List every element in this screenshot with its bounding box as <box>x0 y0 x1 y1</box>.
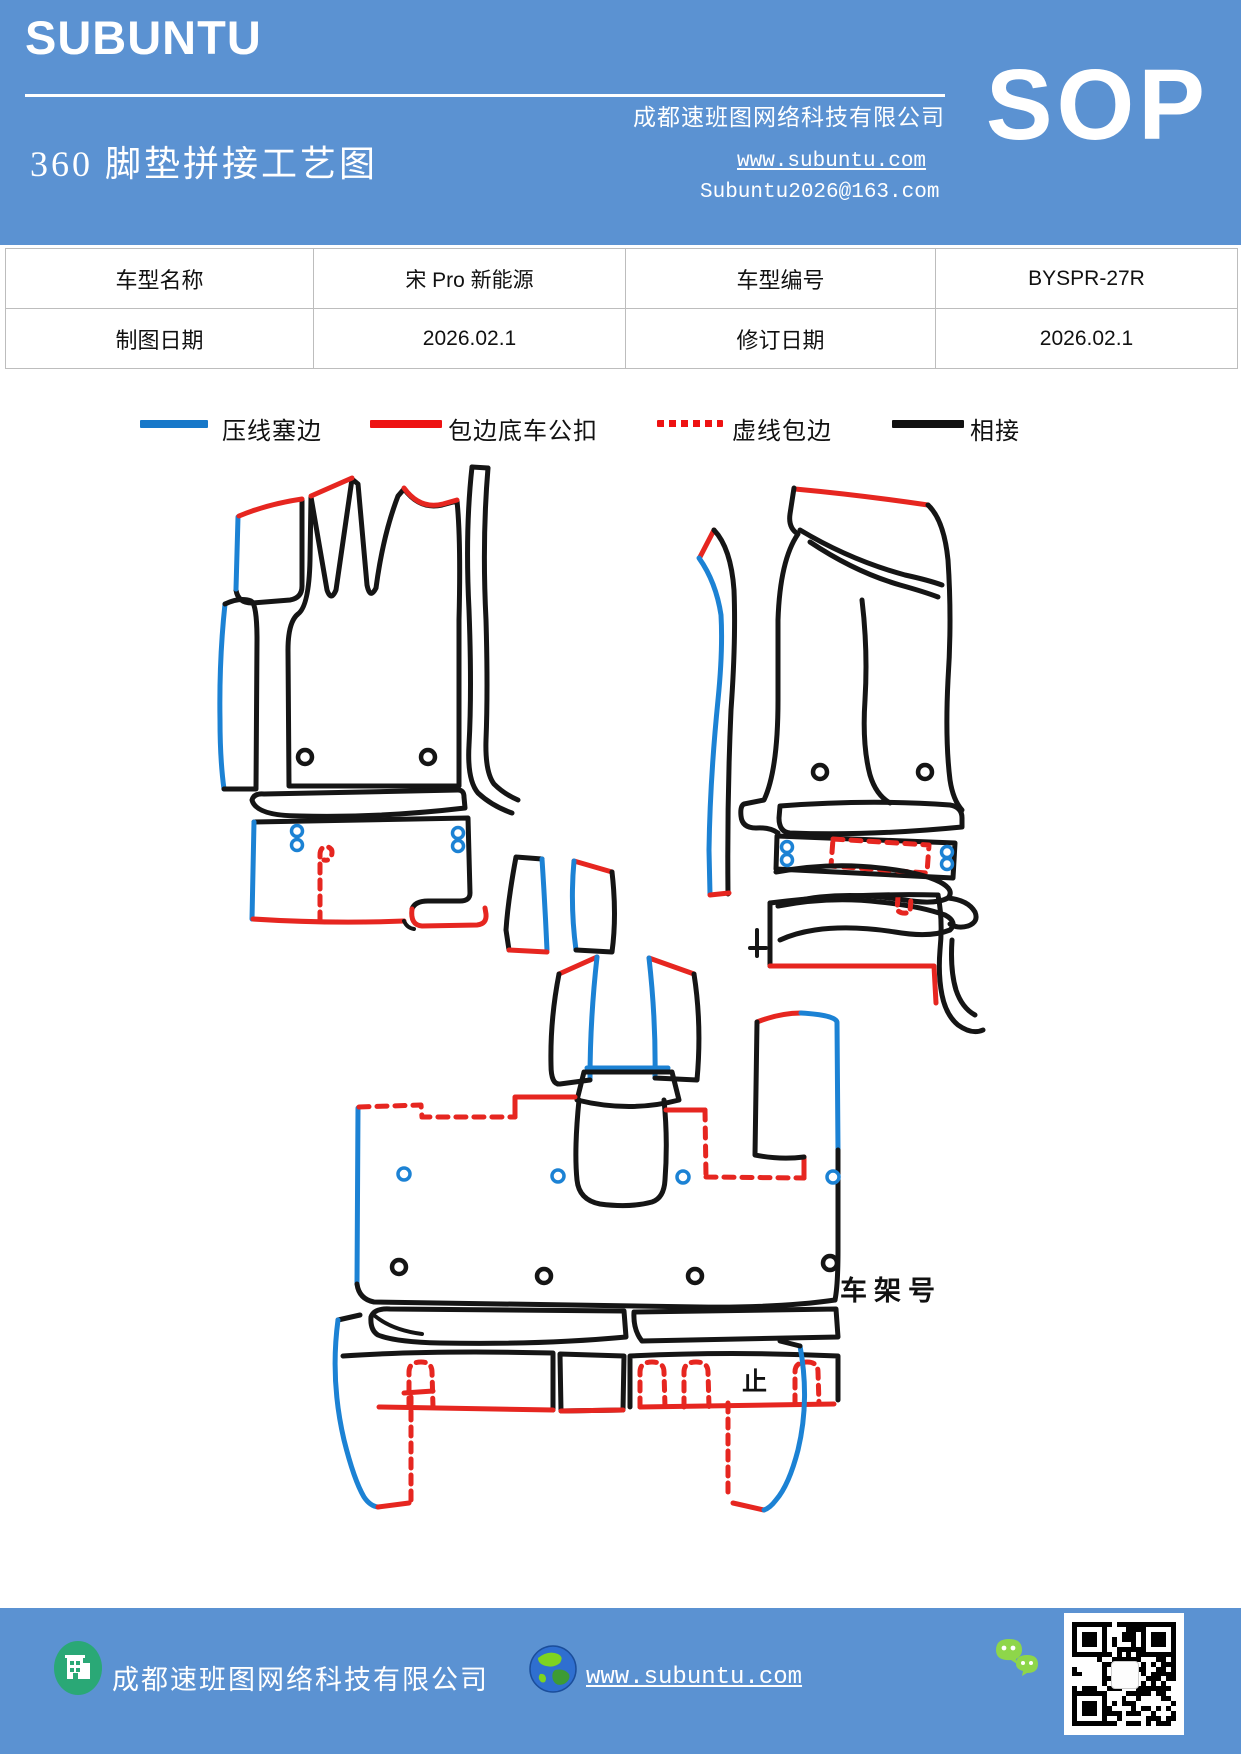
legend-label: 相接 <box>970 419 1020 445</box>
mat-pattern-diagram: 车架号 止 <box>0 430 1241 1570</box>
globe-icon <box>528 1644 578 1699</box>
legend-line-black-solid <box>892 420 964 428</box>
legend-line-blue-solid <box>140 420 208 428</box>
footer-company-name: 成都速班图网络科技有限公司 <box>112 1665 489 1695</box>
line-type-legend: 压线塞边 包边底车公扣 虚线包边 相接 <box>0 405 1241 445</box>
email-address: Subuntu2026@163.com <box>700 181 940 204</box>
front-right-mat-group <box>696 485 986 1035</box>
page-title: 360 脚垫拼接工艺图 <box>30 144 379 184</box>
company-name: 成都速班图网络科技有限公司 <box>633 105 945 130</box>
table-value-model-name: 宋 Pro 新能源 <box>314 249 626 309</box>
vin-area-label: 车架号 <box>840 1276 942 1306</box>
legend-line-red-solid <box>370 420 442 428</box>
table-value-model-code: BYSPR-27R <box>936 249 1237 309</box>
website-link[interactable]: www.subuntu.com <box>737 150 927 173</box>
header: SUBUNTU 360 脚垫拼接工艺图 成都速班图网络科技有限公司 www.su… <box>0 0 1241 245</box>
building-icon <box>52 1640 104 1701</box>
table-label-draw-date: 制图日期 <box>6 309 314 368</box>
footer-website-link[interactable]: www.subuntu.com <box>586 1664 803 1691</box>
table-label-model-code: 车型编号 <box>626 249 936 309</box>
legend-label: 虚线包边 <box>732 419 832 445</box>
table-value-draw-date: 2026.02.1 <box>314 309 626 368</box>
table-label-model-name: 车型名称 <box>6 249 314 309</box>
table-label-revise-date: 修订日期 <box>626 309 936 368</box>
legend-line-red-dotted <box>657 420 723 427</box>
table-value-revise-date: 2026.02.1 <box>1039 326 1134 350</box>
legend-label: 包边底车公扣 <box>448 419 598 445</box>
footer: 成都速班图网络科技有限公司 www.subuntu.com <box>0 1608 1241 1754</box>
brand-logo: SUBUNTU <box>25 11 262 64</box>
qr-code-grid <box>1072 1622 1176 1726</box>
legend-label: 压线塞边 <box>222 419 322 445</box>
sop-badge: SOP <box>985 49 1209 161</box>
mat-diagram-svg <box>217 464 986 1513</box>
stop-mark-label: 止 <box>742 1369 768 1396</box>
front-left-mat-group <box>217 464 521 931</box>
vehicle-info-table: 车型名称 宋 Pro 新能源 车型编号 BYSPR-27R 制图日期 2026.… <box>5 248 1238 369</box>
wechat-icon <box>992 1634 1044 1689</box>
qr-center-logo <box>1111 1661 1139 1689</box>
header-divider <box>25 94 945 97</box>
rear-mat-group <box>332 854 841 1513</box>
qr-code <box>1064 1613 1184 1735</box>
